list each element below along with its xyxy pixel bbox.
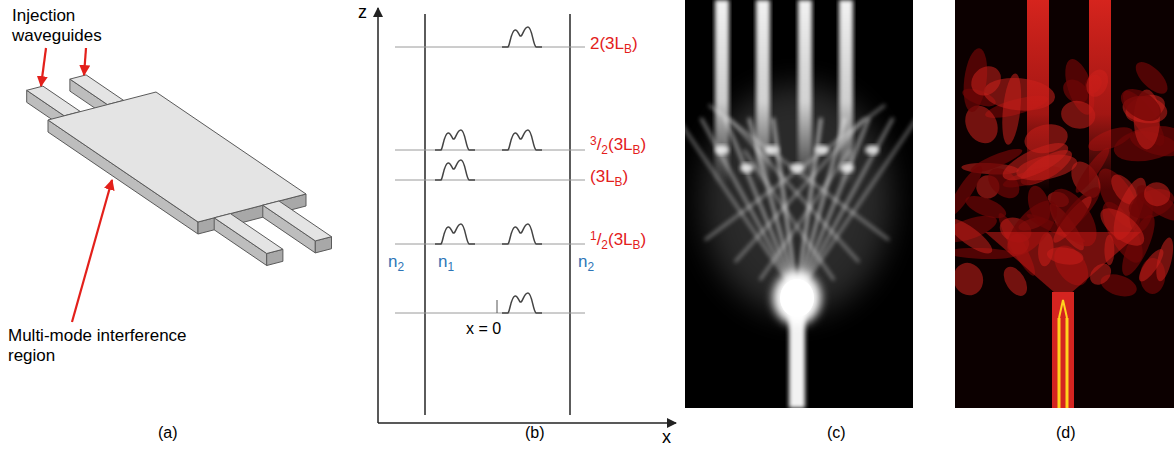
index-label: n2 bbox=[388, 252, 404, 274]
field-patch bbox=[959, 100, 1004, 149]
light-ray bbox=[685, 118, 797, 295]
mode-profile bbox=[502, 293, 542, 313]
input-core bbox=[1059, 300, 1067, 318]
light-ray bbox=[797, 118, 913, 295]
field-patch bbox=[955, 259, 988, 300]
z-level-line bbox=[395, 180, 585, 181]
length-label: 1/2(3LB) bbox=[590, 230, 646, 253]
top-face bbox=[263, 201, 332, 241]
callout-label: Injection waveguides bbox=[12, 6, 132, 45]
panel-caption: (b) bbox=[525, 424, 545, 442]
superscript: 3 bbox=[590, 134, 597, 148]
panel-caption: (d) bbox=[1056, 424, 1076, 442]
callout-label: Multi-mode interference region bbox=[8, 326, 208, 365]
index-label: n1 bbox=[438, 252, 454, 274]
field-patch bbox=[1142, 180, 1172, 208]
panel-caption: (c) bbox=[827, 424, 846, 442]
guide-boundary bbox=[424, 14, 426, 415]
subscript: B bbox=[633, 143, 641, 157]
subscript: 2 bbox=[587, 260, 594, 274]
input-beam bbox=[1052, 292, 1074, 408]
field-patch bbox=[1132, 179, 1174, 226]
field-patch bbox=[1131, 57, 1173, 99]
interference-spot bbox=[740, 163, 754, 173]
image-background bbox=[685, 0, 913, 408]
mmi-device bbox=[27, 75, 332, 266]
axis-label: z bbox=[358, 2, 367, 23]
subscript: B bbox=[633, 238, 641, 252]
simulation-grayscale bbox=[685, 0, 913, 408]
axis-label: x bbox=[662, 427, 671, 448]
leader-arrow bbox=[72, 180, 112, 322]
field-patch bbox=[1153, 236, 1174, 283]
simulation-red bbox=[955, 0, 1174, 408]
subscript: B bbox=[624, 42, 632, 56]
center-tick bbox=[497, 300, 498, 313]
index-label: n2 bbox=[578, 252, 594, 274]
z-axis bbox=[377, 8, 379, 423]
leader-arrow bbox=[41, 48, 46, 86]
mode-profile bbox=[502, 27, 542, 47]
panel-caption: (a) bbox=[158, 424, 178, 442]
input-core bbox=[1066, 318, 1069, 408]
input-fan bbox=[985, 232, 1141, 300]
superscript: 1 bbox=[590, 229, 597, 243]
leader-arrows bbox=[41, 48, 112, 322]
length-label: (3LB) bbox=[590, 167, 628, 189]
mode-profile bbox=[502, 130, 542, 150]
guide-boundary bbox=[569, 14, 571, 415]
field-patch bbox=[965, 60, 1007, 101]
subscript: 2 bbox=[397, 260, 404, 274]
subscript: 2 bbox=[601, 143, 608, 157]
mode-profile bbox=[502, 224, 542, 244]
output-beam bbox=[1027, 0, 1049, 190]
top-face bbox=[70, 75, 124, 105]
z-level-line bbox=[395, 313, 585, 314]
leader-arrow bbox=[84, 48, 86, 75]
z-level-line bbox=[395, 47, 585, 48]
mode-profile bbox=[435, 224, 475, 244]
output-beam bbox=[756, 0, 770, 185]
origin-label: x = 0 bbox=[466, 320, 501, 338]
output-waveguide bbox=[263, 201, 332, 253]
z-level-line bbox=[395, 244, 585, 245]
output-beam bbox=[839, 0, 853, 185]
output-beam bbox=[715, 0, 729, 185]
subscript: 1 bbox=[447, 260, 454, 274]
input-spot bbox=[780, 279, 814, 317]
output-beam bbox=[798, 0, 812, 185]
top-face bbox=[48, 92, 306, 222]
mode-profile bbox=[435, 160, 475, 180]
mode-profile bbox=[435, 130, 475, 150]
field-patch bbox=[955, 163, 987, 221]
z-level-line bbox=[395, 150, 585, 151]
input-core bbox=[1058, 318, 1061, 408]
subscript: 2 bbox=[601, 238, 608, 252]
subscript: B bbox=[615, 175, 623, 189]
x-axis bbox=[378, 422, 676, 424]
interference-spot bbox=[865, 145, 879, 155]
length-label: 2(3LB) bbox=[590, 34, 638, 56]
input-spot bbox=[773, 271, 821, 325]
length-label: 3/2(3LB) bbox=[590, 135, 646, 158]
output-beam bbox=[1089, 0, 1111, 190]
interference-spot bbox=[815, 145, 829, 155]
self-imaging-plot bbox=[378, 8, 676, 423]
